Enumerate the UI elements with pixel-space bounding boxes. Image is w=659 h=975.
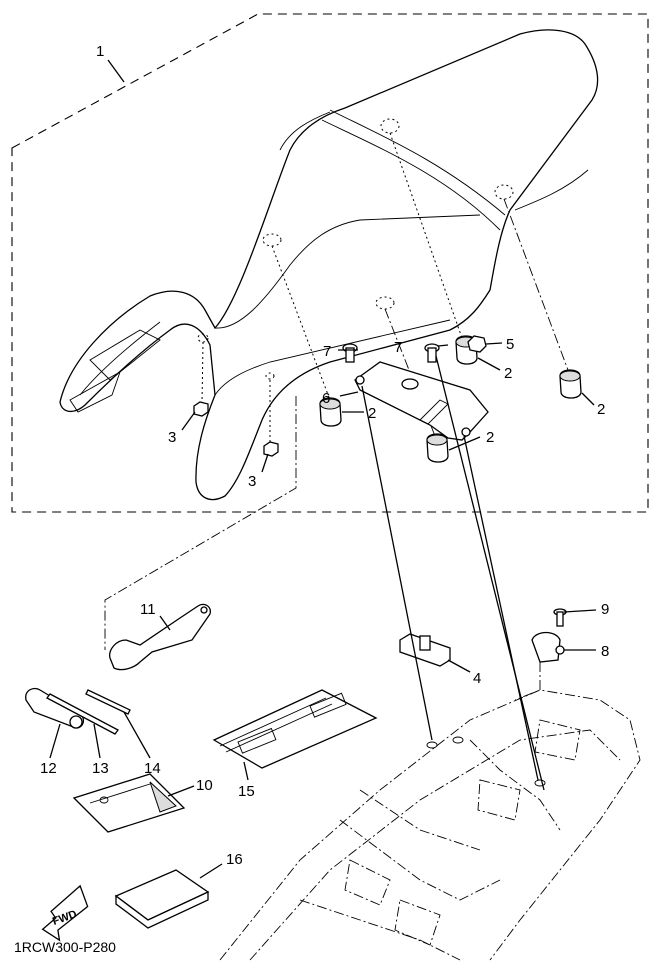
leader-1 <box>107 59 125 83</box>
frame-phantom <box>219 689 641 961</box>
fwd-arrow-icon <box>41 884 89 942</box>
callout-16: 16 <box>226 851 243 868</box>
wrench-11 <box>109 603 211 671</box>
callout-5: 5 <box>506 336 514 353</box>
lock-4 <box>399 633 451 667</box>
envelope-10 <box>72 773 186 833</box>
callout-13: 13 <box>92 760 109 777</box>
callout-2a: 2 <box>368 405 376 422</box>
damper-2a <box>319 397 342 427</box>
nut-3b <box>263 441 279 457</box>
tool-14 <box>85 689 131 715</box>
drawing-code: 1RCW300-P280 <box>14 939 116 955</box>
callout-3b: 3 <box>248 473 256 490</box>
seat-assembly-boundary <box>11 13 649 513</box>
callout-14: 14 <box>144 760 161 777</box>
seat <box>59 29 599 501</box>
nut-3a <box>193 401 209 417</box>
callout-2b: 2 <box>504 365 512 382</box>
callout-9: 9 <box>601 601 609 618</box>
bolt-7b <box>424 343 440 363</box>
callout-15: 15 <box>238 783 255 800</box>
callout-2d: 2 <box>486 429 494 446</box>
callout-10: 10 <box>196 777 213 794</box>
manual-15 <box>212 689 378 769</box>
damper-2c <box>559 369 582 399</box>
callout-12: 12 <box>40 760 57 777</box>
callout-8: 8 <box>601 643 609 660</box>
damper-2d <box>426 433 449 463</box>
callout-7a: 7 <box>323 343 331 360</box>
callout-2c: 2 <box>597 401 605 418</box>
shaft-13 <box>46 693 119 735</box>
holder-8 <box>531 631 565 663</box>
callout-7b: 7 <box>394 339 402 356</box>
callout-11: 11 <box>140 601 156 618</box>
callout-4: 4 <box>473 670 481 687</box>
callout-3a: 3 <box>168 429 176 446</box>
book-16 <box>114 869 210 929</box>
bolt-9 <box>553 608 567 627</box>
nut-5 <box>467 335 487 353</box>
callout-1: 1 <box>96 43 104 60</box>
callout-6: 6 <box>322 390 330 407</box>
bracket-6 <box>354 361 489 441</box>
